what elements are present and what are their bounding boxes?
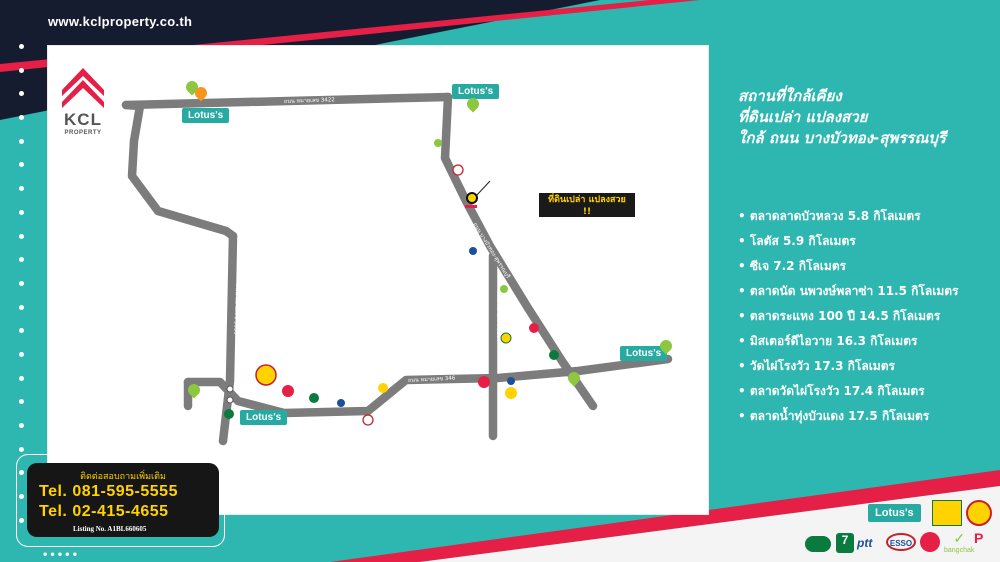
listing-number: Listing No. A1BL660605 [73, 525, 147, 533]
website-url[interactable]: www.kclproperty.co.th [48, 14, 193, 29]
esso-icon [362, 414, 374, 426]
seven-eleven-icon [224, 409, 234, 419]
callout-title: ที่ดินเปล่า แปลงสวย !! [548, 195, 626, 217]
contact-frame [16, 454, 225, 547]
phone-1[interactable]: Tel. 081-595-5555 [39, 483, 178, 500]
road-3039-south [218, 231, 238, 446]
nearby-list: • ตลาดลาดบัวหลวง 5.8 กิโลเมตร • โลตัส 5.… [738, 204, 958, 429]
decor-dot-column [19, 44, 27, 541]
road-label-3422: ถนน หมายเลข 3422 [284, 97, 335, 105]
cj-express-logo [932, 500, 962, 526]
bangchak-icon [500, 285, 508, 293]
list-item: • วัดไผ่โรงวัว 17.3 กิโลเมตร [738, 359, 895, 373]
pt-logo: P [974, 530, 984, 546]
seven-eleven-icon [309, 393, 319, 403]
callout-subtitle: ใกล้ ถนน บางบัวทอง-สุพรรณบุรี [552, 219, 622, 225]
esso-logo: ESSO [886, 533, 916, 551]
list-item: • ตลาดนัด นพวงษ์พลาซ่า 11.5 กิโลเมตร [738, 284, 959, 298]
property-marker[interactable] [466, 192, 478, 204]
contact-box: ติดต่อสอบถามเพิ่มเติม Tel. 081-595-5555 … [27, 463, 219, 537]
road-3039-north [121, 100, 238, 241]
seven-eleven-logo: 7 [836, 533, 854, 553]
list-item: • ตลาดลาดบัวหลวง 5.8 กิโลเมตร [738, 209, 921, 223]
list-item: • ตลาดน้ำทุ่งบัวแดง 17.5 กิโลเมตร [738, 409, 930, 423]
lotus-badge: Lotus's [240, 410, 288, 425]
ptt-icon [469, 247, 477, 255]
bangchak-text: bangchak [944, 547, 975, 554]
list-item: • ตลาดวัดไผ่โรงวัว 17.4 กิโลเมตร [738, 384, 925, 398]
cj-icon [500, 332, 512, 344]
contact-label: ติดต่อสอบถามเพิ่มเติม [80, 472, 166, 482]
heading-line: ใกล้ ถนน บางบัวทอง-สุพรรณบุรี [738, 129, 946, 147]
pt-icon [529, 323, 539, 333]
list-item: • โลตัส 5.9 กิโลเมตร [738, 234, 856, 248]
kcl-logo: KCL PROPERTY [58, 62, 118, 152]
ptt-icon [507, 377, 515, 385]
road-network [121, 92, 673, 446]
list-item: • ตลาดระแหง 100 ปี 14.5 กิโลเมตร [738, 309, 941, 323]
road-3422 [121, 92, 453, 110]
location-map: ถนน หมายเลข 3422 ถนน หมายเลข 3039 ถนน หม… [121, 92, 673, 446]
lotus-badge: Lotus's [620, 346, 668, 361]
caltex-icon [282, 385, 294, 397]
list-item: • ซีเจ 7.2 กิโลเมตร [738, 259, 847, 273]
caltex-icon [478, 376, 490, 388]
bangchak-icon [434, 139, 442, 147]
shell-stripe-logo [805, 536, 831, 552]
phone-2[interactable]: Tel. 02-415-4655 [39, 503, 169, 520]
decor-dots: ••••• [42, 550, 79, 561]
ptt-icon [337, 399, 345, 407]
lotus-badge: Lotus's [182, 108, 230, 123]
lotus-badge: Lotus's [452, 84, 500, 99]
pttstation-icon [255, 364, 277, 386]
road-346 [183, 354, 673, 418]
pttstation-icon [505, 387, 517, 399]
shell-icon [378, 383, 388, 393]
kcl-roof-icon [62, 68, 104, 108]
seven-eleven-icon [549, 350, 559, 360]
road-label-3004: ถนน หมายเลข 3004 [495, 291, 501, 342]
nearby-heading: สถานที่ใกล้เคียง ที่ดินเปล่า แปลงสวย ใกล… [738, 86, 946, 149]
ptt-logo: ptt [857, 536, 873, 550]
road-label-346: ถนน หมายเลข 346 [408, 375, 456, 383]
brand-sub: PROPERTY [64, 130, 102, 136]
heading-line: สถานที่ใกล้เคียง [738, 87, 842, 105]
heading-line: ที่ดินเปล่า แปลงสวย [738, 108, 868, 126]
bangchak-logo: ✓bangchak [944, 530, 975, 554]
map-card: ถนน หมายเลข 3422 ถนน หมายเลข 3039 ถนน หม… [48, 46, 708, 514]
caltex-logo [920, 532, 940, 552]
brand-name: KCL [64, 110, 102, 129]
road-label-3039b: ถนน หมายเลข 3039 [232, 284, 240, 336]
pt-station-logo [966, 500, 992, 526]
lotus-logo: Lotus's [868, 504, 921, 522]
road-bangbuathong-suphan [440, 92, 598, 411]
esso-icon [452, 164, 464, 176]
list-item: • มิสเตอร์ดีไอวาย 16.3 กิโลเมตร [738, 334, 918, 348]
property-callout: ที่ดินเปล่า แปลงสวย !! ใกล้ ถนน บางบัวทอ… [539, 193, 635, 225]
